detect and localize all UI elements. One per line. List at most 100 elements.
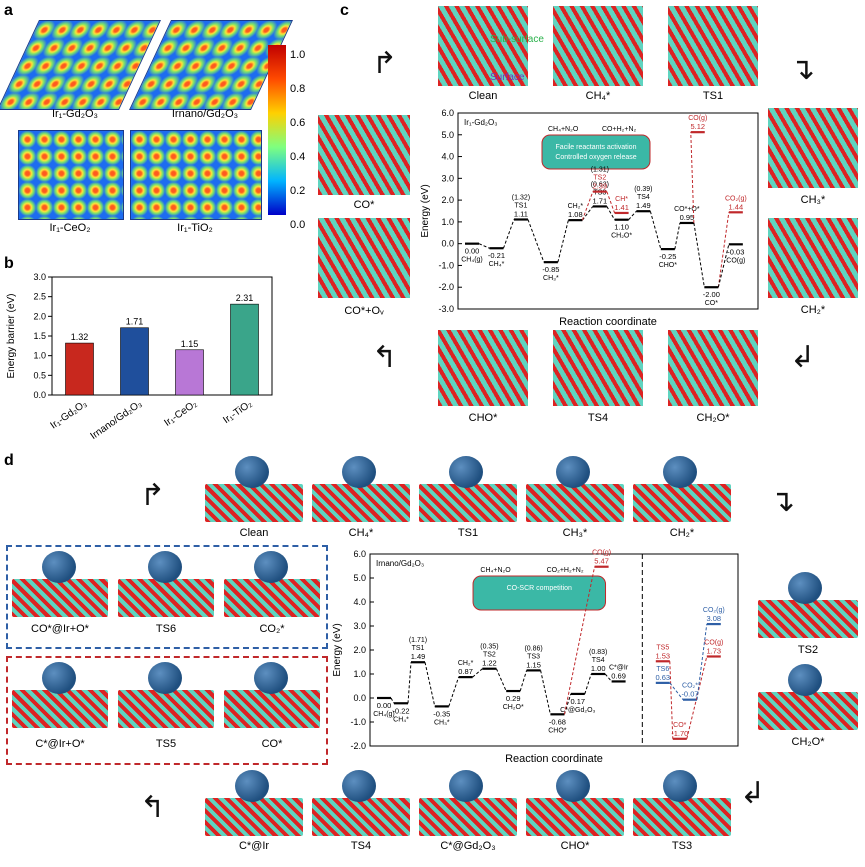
energy-value: 0.63	[655, 673, 670, 682]
co-oxidation-box: CO*@Ir+O* TS6 CO₂*	[6, 545, 328, 649]
state-name: CH₂*	[458, 660, 474, 667]
energy-value: 1.00	[591, 664, 606, 673]
barrier-value: (0.86)	[524, 645, 542, 652]
barrier-value: (1.32)	[512, 194, 530, 201]
y-tick-label: 0.0	[33, 390, 46, 400]
bar	[65, 342, 94, 396]
connector	[424, 662, 436, 707]
inset-text: Controlled oxygen release	[555, 154, 636, 161]
slab	[419, 798, 517, 836]
state-name: CO*	[705, 300, 719, 307]
energy-value: 1.44	[729, 202, 744, 211]
energy-value: -0.35	[433, 709, 450, 718]
ir-cluster	[148, 551, 182, 583]
state-name: CO*	[673, 722, 687, 729]
map-caption: Ir₁-CeO₂	[49, 222, 91, 234]
structure-ch2o-d	[758, 664, 858, 730]
energy-value: 1.15	[526, 660, 541, 669]
structure-ts1-d	[419, 456, 517, 522]
slab	[118, 579, 214, 617]
bar	[175, 349, 204, 396]
connector	[563, 693, 572, 715]
state-name: TS4	[637, 194, 650, 201]
connector	[540, 670, 551, 715]
y-tick-label: -1.0	[350, 717, 366, 727]
structure-co-ir-o	[12, 551, 108, 617]
structure-co-d	[224, 662, 320, 728]
state-label: TS1	[457, 527, 479, 539]
bar-value-label: 1.71	[126, 317, 144, 327]
energy-value: -0.22	[392, 706, 409, 715]
state-label: TS5	[155, 738, 177, 750]
state-name: CH₄*	[489, 261, 505, 268]
y-tick-label: -1.0	[438, 260, 454, 270]
ir-cluster	[342, 456, 376, 488]
structure-ts2-d	[758, 572, 858, 638]
state-name: C*@Gd₂O₃	[560, 707, 595, 714]
structure-ts6	[118, 551, 214, 617]
energy-value: -0.25	[659, 252, 676, 261]
connector	[669, 682, 684, 700]
structure-ch2-d	[633, 456, 731, 522]
slab	[633, 798, 731, 836]
colorbar-tick: 0.2	[290, 185, 306, 197]
connector	[472, 668, 483, 678]
connector	[519, 670, 528, 692]
energy-value: -2.00	[703, 290, 720, 299]
energy-value: 1.22	[482, 659, 497, 668]
barrier-value: (1.71)	[409, 637, 427, 644]
connector	[606, 191, 616, 214]
ir-cluster	[556, 770, 590, 802]
state-label: C*@Ir	[238, 840, 270, 852]
state-label: C*@Ir+O*	[35, 738, 85, 750]
y-tick-label: 2.0	[441, 195, 454, 205]
connector	[563, 566, 596, 715]
catalyst-slab-icon	[472, 575, 607, 611]
ir-cluster	[556, 456, 590, 488]
structure-c-ir	[205, 770, 303, 836]
connector	[690, 132, 695, 223]
state-label: CO*+Oᵥ	[344, 305, 384, 317]
state-name: CO₂*	[682, 683, 698, 690]
connector	[649, 211, 662, 250]
x-tick-label: Ir₁-TiO₂	[221, 398, 254, 426]
x-axis-label: Reaction coordinate	[505, 753, 603, 765]
inset-text: Facile reactants activation	[556, 144, 637, 151]
bar-value-label: 1.32	[71, 332, 89, 342]
connector	[606, 206, 616, 220]
state-name: TS1	[412, 645, 425, 652]
slab	[118, 690, 214, 728]
energy-value: 5.47	[594, 557, 609, 566]
energy-value: 1.71	[593, 196, 608, 205]
energy-value: 1.49	[636, 201, 651, 210]
structure-ts3-d	[633, 770, 731, 836]
y-tick-label: -2.0	[350, 741, 366, 751]
connector	[696, 624, 708, 700]
state-name: CO(g)	[704, 639, 723, 646]
cycle-arrow-icon: ↴	[770, 485, 796, 518]
state-name: CH₄(g)	[373, 711, 395, 718]
slab	[526, 798, 624, 836]
structure-ch2o	[668, 330, 758, 406]
energy-value: 3.08	[706, 614, 721, 623]
state-label: CH₂*	[800, 304, 826, 316]
connector	[495, 668, 507, 692]
density-map-ir1-ceo2	[18, 130, 124, 220]
state-name: CH₂O*	[611, 233, 632, 240]
ir-cluster	[235, 456, 269, 488]
inset-label: Ir₁-Gd₂O₃	[464, 118, 498, 127]
cycle-arrow-icon: ↱	[140, 479, 166, 512]
state-name: TS6	[656, 666, 669, 673]
energy-value: -1.70	[671, 729, 688, 738]
cycle-arrow-icon: ↴	[790, 53, 816, 86]
state-label: Clean	[239, 527, 269, 539]
state-label: TS4	[587, 412, 609, 424]
ir-cluster	[42, 551, 76, 583]
ir-cluster	[254, 662, 288, 694]
colorbar-tick: 0.6	[290, 117, 306, 129]
legend-surface: Surface	[490, 72, 525, 83]
barrier-value: (0.35)	[480, 644, 498, 651]
reactant-label: CO₂+H₂+N₂	[547, 567, 584, 574]
